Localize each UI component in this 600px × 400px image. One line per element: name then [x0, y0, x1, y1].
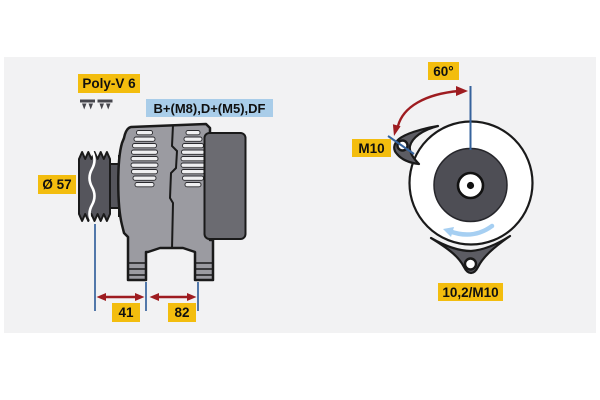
vent-slat — [132, 143, 157, 149]
pulley-diameter-label: Ø 57 — [38, 175, 76, 194]
belt-profile-icon — [80, 99, 95, 110]
shaft-center-dot — [466, 181, 475, 190]
vent-slat — [136, 130, 153, 136]
vent-slat — [130, 156, 159, 162]
upper-mount-lug — [393, 124, 440, 166]
vent-slat — [180, 156, 206, 162]
swing-angle-label: 60° — [428, 62, 459, 80]
mount-hole-spec-label: 10,2/M10 — [438, 283, 503, 301]
rear-cover-block — [203, 132, 247, 240]
vent-slat — [131, 149, 158, 155]
pulley-side — [78, 151, 111, 222]
vent-slat — [131, 169, 158, 175]
angle-double-arrow-icon — [392, 86, 468, 136]
lower-mount-hole — [463, 257, 478, 271]
vent-slat — [183, 136, 203, 142]
housing-seam — [168, 124, 179, 250]
vent-slat — [180, 162, 206, 168]
pulley-break-line — [88, 150, 96, 223]
belt-profile-icon — [97, 99, 113, 110]
vent-slat — [130, 162, 159, 168]
vent-slat — [185, 130, 201, 136]
side-view — [78, 99, 247, 311]
mount-axis-line — [387, 135, 415, 155]
belt-type-label: Poly-V 6 — [78, 74, 140, 93]
vent-slat — [182, 175, 204, 181]
vent-slat — [182, 143, 204, 149]
dimension-82-label: 82 — [168, 303, 196, 322]
dimension-arrow-icon — [149, 293, 197, 301]
vent-slats-front-group — [130, 130, 159, 188]
vent-slats-rear-group — [180, 130, 206, 188]
dimension-extension-lines — [94, 224, 199, 311]
dimension-41-label: 41 — [112, 303, 140, 322]
vent-slat — [132, 175, 157, 181]
vent-slat — [184, 182, 202, 188]
rotation-direction-arrow-icon — [443, 223, 495, 237]
vent-slat — [133, 136, 156, 142]
foot-rib-lines — [128, 262, 213, 276]
dimension-arrow-icon — [96, 293, 145, 301]
upper-mount-thread-label: M10 — [352, 139, 391, 157]
vent-slat — [181, 169, 205, 175]
vent-slat — [181, 149, 205, 155]
lower-mount-lug — [429, 234, 512, 275]
terminal-designation-label: B+(M8),D+(M5),DF — [146, 99, 273, 117]
front-view — [387, 86, 534, 275]
vent-slat — [134, 182, 155, 188]
